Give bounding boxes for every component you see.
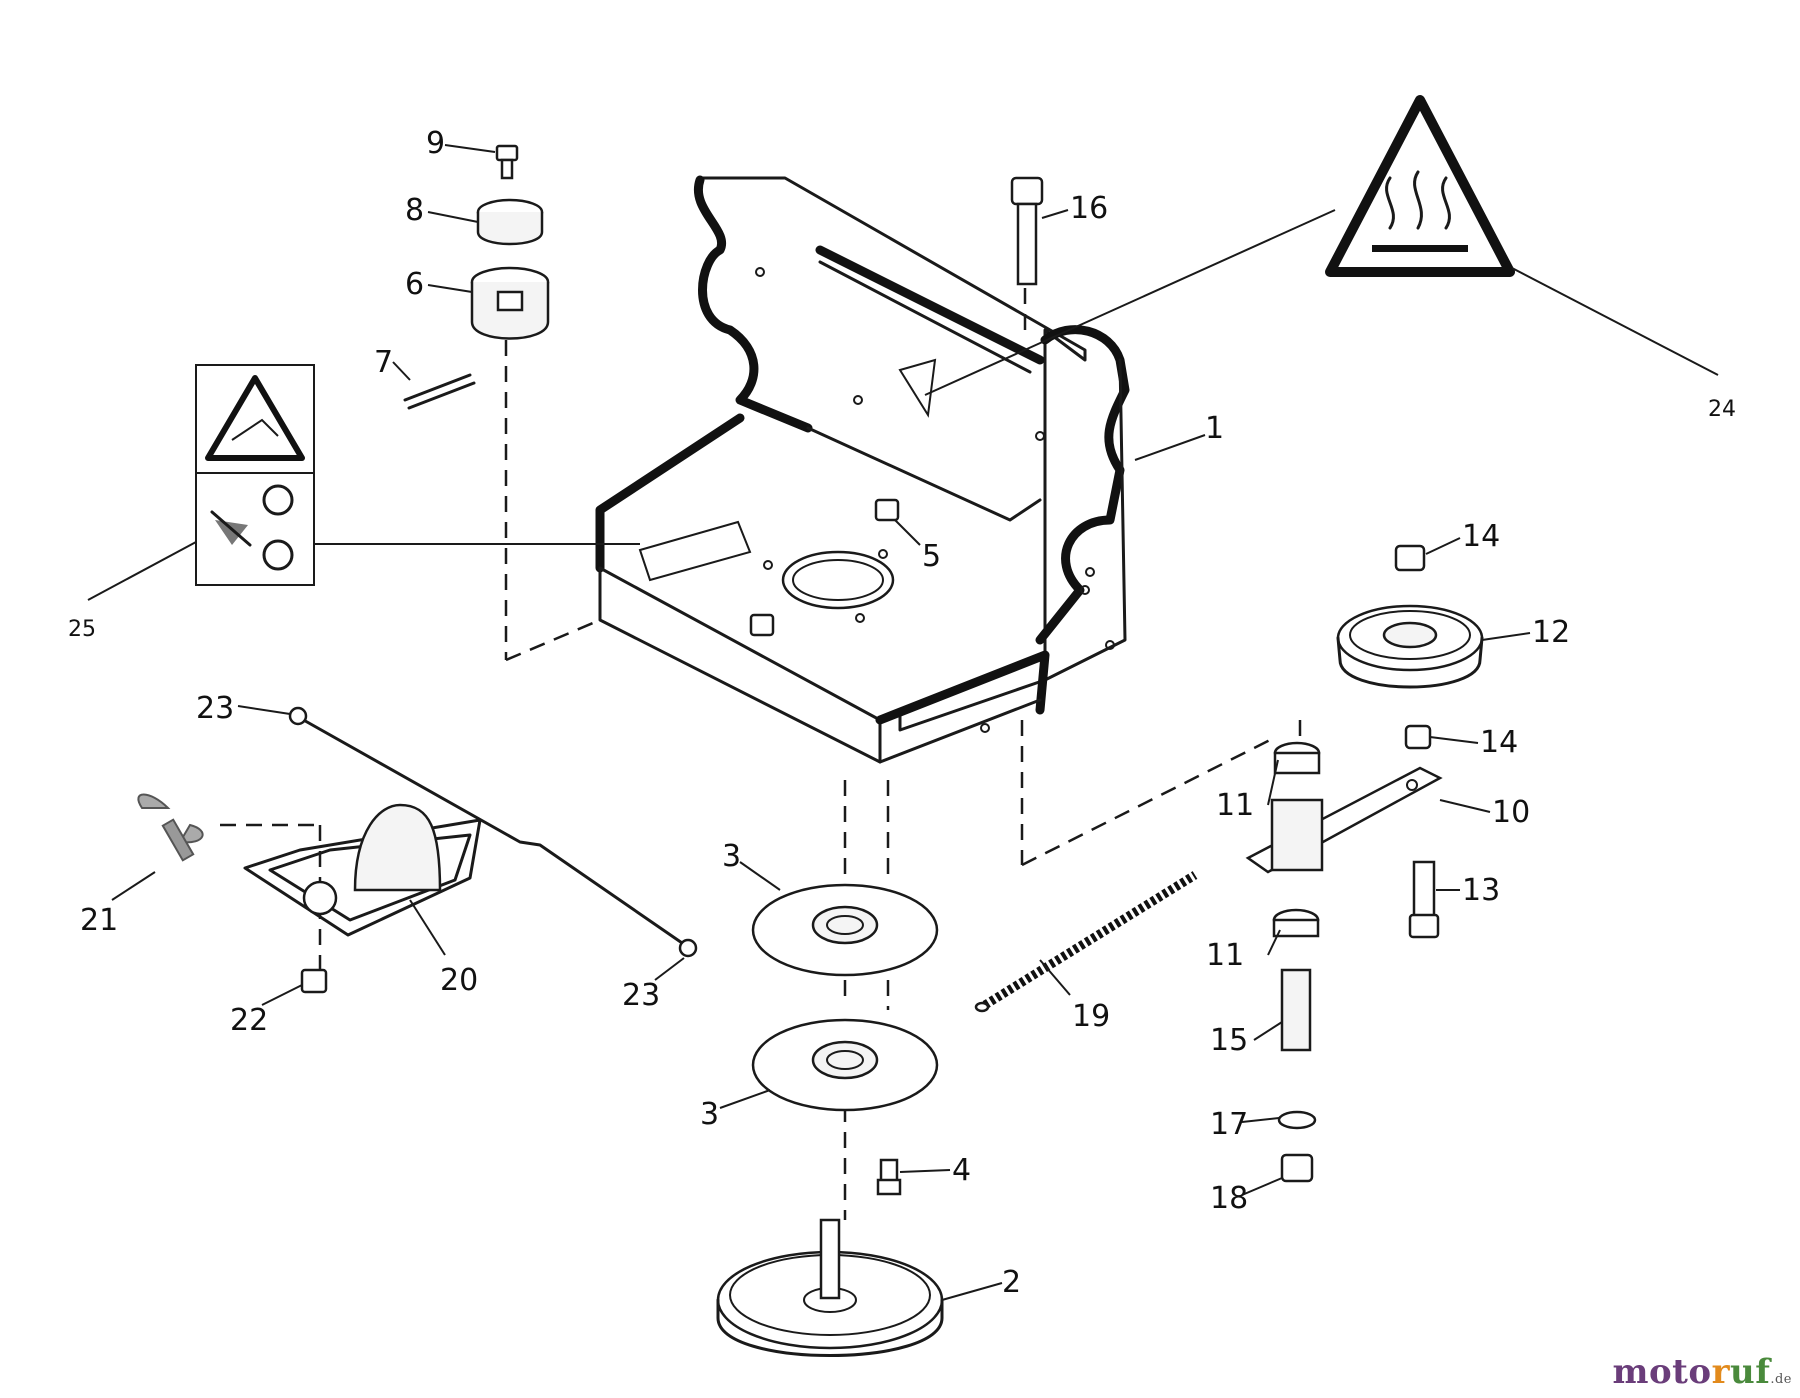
label-part-18: 18 xyxy=(1210,1181,1248,1216)
label-part-17: 17 xyxy=(1210,1107,1248,1142)
rubber-mount-part-6 xyxy=(470,266,550,340)
label-part-19: 19 xyxy=(1072,999,1110,1034)
label-part-22: 22 xyxy=(230,1003,268,1038)
bolt-part-13 xyxy=(1408,860,1440,939)
label-part-13: 13 xyxy=(1462,873,1500,908)
label-part-3-lower: 3 xyxy=(700,1097,719,1132)
rod-part-23 xyxy=(288,706,698,958)
brand-part-1: moto xyxy=(1612,1352,1712,1392)
brand-part-3: uf xyxy=(1729,1352,1771,1392)
label-part-2: 2 xyxy=(1002,1265,1021,1300)
label-part-23-lower: 23 xyxy=(622,978,660,1013)
label-part-14-upper: 14 xyxy=(1462,519,1500,554)
label-part-15: 15 xyxy=(1210,1023,1248,1058)
pulley-part-12 xyxy=(1336,604,1484,689)
pin-part-7 xyxy=(403,373,476,410)
brand-part-2: r xyxy=(1711,1352,1730,1392)
nut-part-5 xyxy=(749,498,900,637)
bearing-flange-part-3-upper xyxy=(751,883,939,977)
label-part-11-upper: 11 xyxy=(1216,788,1254,823)
label-part-6: 6 xyxy=(405,267,424,302)
label-part-3-upper: 3 xyxy=(722,839,741,874)
label-part-20: 20 xyxy=(440,963,478,998)
bolt-part-16 xyxy=(1010,176,1044,286)
pulley-part-2 xyxy=(716,1218,944,1357)
mount-plate-part-20 xyxy=(243,803,482,937)
brand-tld: .de xyxy=(1770,1372,1792,1387)
label-part-8: 8 xyxy=(405,193,424,228)
nut-part-18 xyxy=(1280,1153,1314,1183)
label-part-12: 12 xyxy=(1532,615,1570,650)
label-part-23-upper: 23 xyxy=(196,691,234,726)
spacer-part-11 xyxy=(1272,741,1321,938)
label-part-7: 7 xyxy=(374,345,393,380)
spring-icon xyxy=(974,871,1198,1013)
label-part-9: 9 xyxy=(426,126,445,161)
bushing-part-10 xyxy=(1270,798,1324,872)
washer-part-17 xyxy=(1277,1110,1317,1130)
rotation-warning-icon xyxy=(195,472,315,586)
sleeve-part-15 xyxy=(1280,968,1312,1052)
label-part-5: 5 xyxy=(922,539,941,574)
nut-part-22 xyxy=(300,968,328,994)
hot-surface-warning-icon xyxy=(1325,95,1515,277)
label-part-10: 10 xyxy=(1492,795,1530,830)
wing-nut-icon xyxy=(137,793,204,862)
bolt-part-9 xyxy=(495,144,519,180)
label-part-16: 16 xyxy=(1070,191,1108,226)
main-frame-bracket xyxy=(595,175,1130,764)
bolt-part-4 xyxy=(876,1158,902,1196)
label-part-21: 21 xyxy=(80,903,118,938)
label-part-4: 4 xyxy=(952,1153,971,1188)
callout-labels: 1 2 3 3 4 5 6 7 8 9 10 11 11 12 13 14 14… xyxy=(68,126,1736,1300)
washer-part-8 xyxy=(476,198,544,246)
label-part-25: 25 xyxy=(68,617,96,642)
label-part-1: 1 xyxy=(1205,411,1224,446)
brand-watermark: motoruf.de xyxy=(1613,1352,1792,1392)
label-part-11-lower: 11 xyxy=(1206,938,1244,973)
label-part-24: 24 xyxy=(1708,397,1736,422)
bearing-flange-part-3-lower xyxy=(751,1018,939,1112)
hand-crush-warning-icon xyxy=(195,364,315,474)
nut-part-14 xyxy=(1394,544,1432,750)
label-part-14-lower: 14 xyxy=(1480,725,1518,760)
leader-lines xyxy=(87,144,1719,1301)
